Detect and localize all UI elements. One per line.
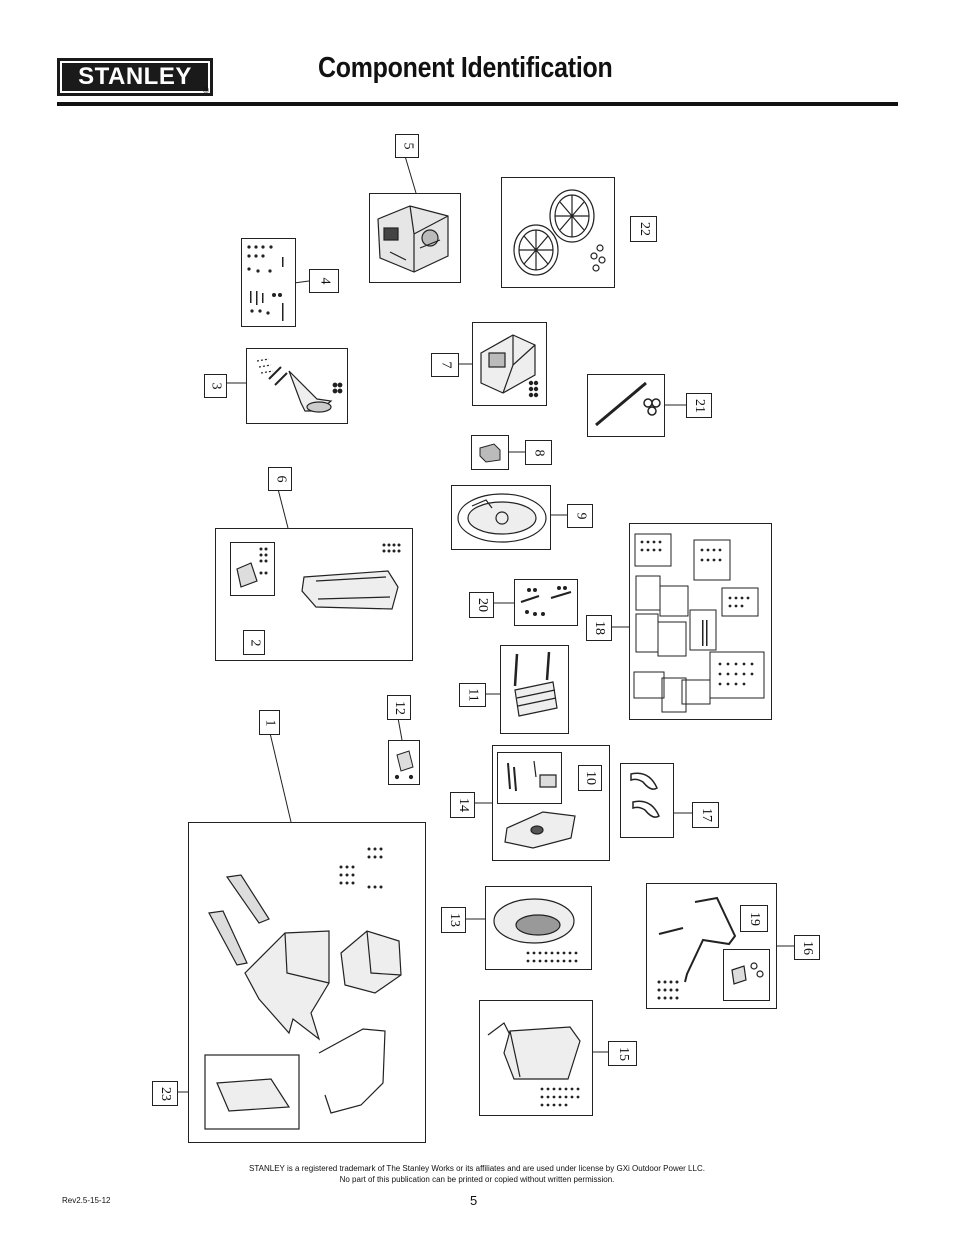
logo-badge <box>57 58 213 96</box>
part-hardware-19 <box>723 949 770 1001</box>
callout-22: 22 <box>630 216 657 242</box>
registered-mark: ® <box>203 86 209 95</box>
part-brackets-20 <box>514 579 578 626</box>
header-rule <box>57 102 898 106</box>
callout-8: 8 <box>525 440 552 465</box>
callout-19: 19 <box>740 905 768 932</box>
part-wheels-22 <box>501 177 615 288</box>
trademark-line: STANLEY is a registered trademark of The… <box>249 1164 705 1173</box>
footer-trademark-note: STANLEY is a registered trademark of The… <box>180 1163 774 1185</box>
stanley-logo: STANLEY <box>57 58 213 96</box>
callout-20: 20 <box>469 592 494 618</box>
page-number: 5 <box>470 1193 478 1208</box>
revision-code: Rev2.5-15-12 <box>62 1196 111 1205</box>
callout-23: 23 <box>152 1081 178 1106</box>
part-deflector-2 <box>230 542 275 596</box>
callout-15: 15 <box>608 1041 637 1066</box>
callout-14: 14 <box>450 792 475 818</box>
part-impeller-housing-13 <box>485 886 592 970</box>
copy-restriction-line: No part of this publication can be print… <box>339 1175 615 1184</box>
callout-13: 13 <box>441 907 466 933</box>
callout-12: 12 <box>387 695 411 720</box>
callout-18: 18 <box>586 615 612 641</box>
part-chute-11 <box>500 645 569 734</box>
callout-7: 7 <box>431 353 459 377</box>
callout-10: 10 <box>578 765 602 791</box>
callout-21: 21 <box>686 393 712 418</box>
part-impeller-cover-9 <box>451 485 551 550</box>
callout-17: 17 <box>692 802 719 828</box>
callout-4: 4 <box>309 269 339 293</box>
part-hopper-3 <box>246 348 348 424</box>
part-engine-5 <box>369 193 461 283</box>
callout-11: 11 <box>459 683 486 707</box>
part-hardware-4 <box>241 238 296 327</box>
callout-9: 9 <box>567 504 593 528</box>
callout-1: 1 <box>259 710 280 735</box>
part-lever-10 <box>497 752 562 804</box>
part-main-housing-1 <box>188 822 426 1143</box>
part-control-box-7 <box>472 322 547 406</box>
part-clips-17 <box>620 763 674 838</box>
part-small-8 <box>471 435 509 470</box>
part-shaft-21 <box>587 374 665 437</box>
callout-5: 5 <box>395 134 419 158</box>
page-title: Component Identification <box>318 52 613 84</box>
logo-wordmark: STANLEY <box>78 63 192 90</box>
callout-2: 2 <box>243 630 265 655</box>
callout-16: 16 <box>794 935 820 960</box>
callout-6: 6 <box>268 467 292 491</box>
callout-3: 3 <box>204 374 227 398</box>
part-hardware-kit-18 <box>629 523 772 720</box>
part-small-12 <box>388 740 420 785</box>
part-discharge-15 <box>479 1000 593 1116</box>
